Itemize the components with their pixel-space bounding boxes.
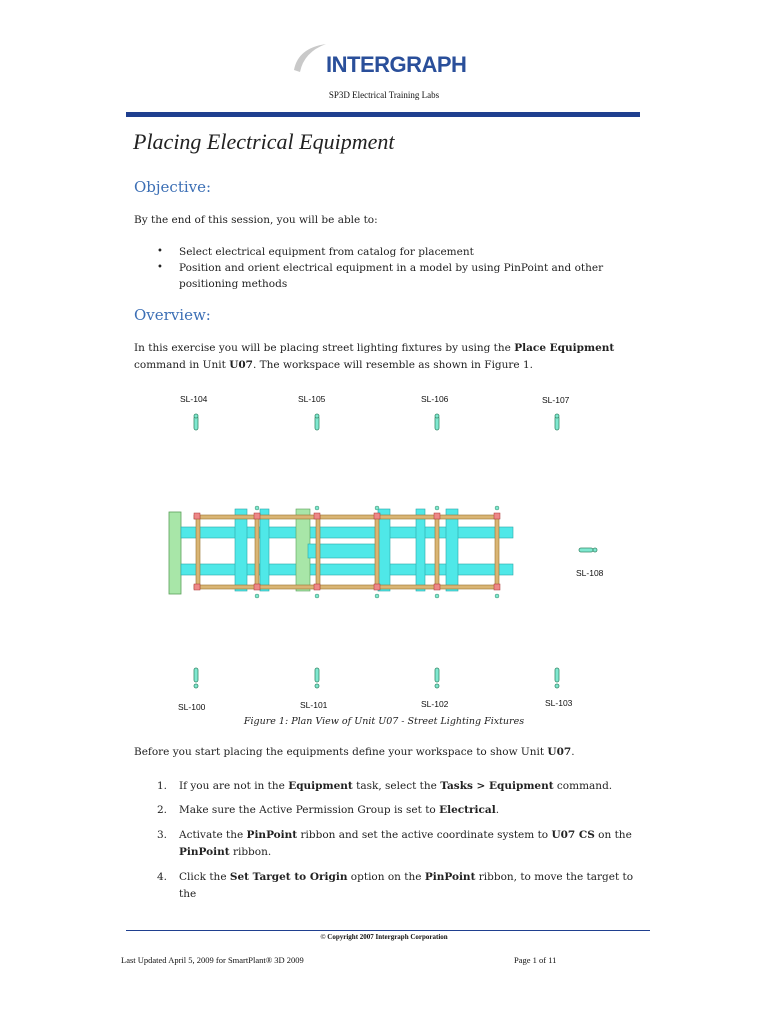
label-sl-100: SL-100 bbox=[178, 702, 206, 712]
step-4: Click the Set Target to Origin option on… bbox=[179, 871, 634, 900]
fixture-sl-104-icon bbox=[193, 413, 199, 431]
label-sl-103: SL-103 bbox=[545, 698, 573, 708]
objective-heading: Objective: bbox=[134, 178, 212, 196]
figure-caption: Figure 1: Plan View of Unit U07 - Street… bbox=[243, 716, 525, 727]
label-sl-102: SL-102 bbox=[421, 699, 449, 709]
fixture-sl-103-icon bbox=[554, 667, 560, 689]
overview-heading: Overview: bbox=[134, 306, 211, 324]
structure-plan bbox=[168, 505, 514, 599]
header-subtitle: SP3D Electrical Training Labs bbox=[328, 90, 440, 100]
fixture-sl-105-icon bbox=[314, 413, 320, 431]
footer-last-updated: Last Updated April 5, 2009 for SmartPlan… bbox=[121, 955, 304, 965]
logo-swoosh-icon bbox=[294, 44, 326, 72]
fixture-sl-108-icon bbox=[578, 547, 598, 553]
header-rule bbox=[126, 112, 640, 117]
workspace-paragraph: Before you start placing the equipments … bbox=[134, 746, 575, 758]
step-1: If you are not in the Equipment task, se… bbox=[179, 780, 613, 792]
step-number: 3. bbox=[157, 829, 168, 841]
fixture-sl-100-icon bbox=[193, 667, 199, 689]
objective-bullet-1: Select electrical equipment from catalog… bbox=[179, 246, 474, 258]
label-sl-104: SL-104 bbox=[180, 394, 208, 404]
fixture-sl-102-icon bbox=[434, 667, 440, 689]
step-3: Activate the PinPoint ribbon and set the… bbox=[179, 829, 632, 858]
footer-page-number: Page 1 of 11 bbox=[514, 955, 557, 965]
step-number: 4. bbox=[157, 871, 168, 883]
footer-rule bbox=[126, 930, 650, 931]
page-title: Placing Electrical Equipment bbox=[133, 129, 395, 154]
plan-view-figure: SL-104 SL-105 SL-106 SL-107 SL-108 SL-10… bbox=[168, 384, 608, 714]
step-number: 2. bbox=[157, 804, 168, 816]
label-sl-108: SL-108 bbox=[576, 568, 604, 578]
label-sl-105: SL-105 bbox=[298, 394, 326, 404]
objective-bullet-2: Position and orient electrical equipment… bbox=[179, 262, 604, 290]
label-sl-106: SL-106 bbox=[421, 394, 449, 404]
fixture-sl-107-icon bbox=[554, 413, 560, 431]
step-number: 1. bbox=[157, 780, 168, 792]
bullet-marker: • bbox=[157, 246, 163, 257]
footer-copyright: © Copyright 2007 Intergraph Corporation bbox=[320, 933, 448, 941]
fixture-sl-101-icon bbox=[314, 667, 320, 689]
objective-intro: By the end of this session, you will be … bbox=[134, 214, 378, 226]
fixture-sl-106-icon bbox=[434, 413, 440, 431]
label-sl-101: SL-101 bbox=[300, 700, 328, 710]
label-sl-107: SL-107 bbox=[542, 395, 570, 405]
company-logo: INTERGRAPH bbox=[326, 52, 467, 77]
step-2: Make sure the Active Permission Group is… bbox=[179, 804, 500, 816]
bullet-marker: • bbox=[157, 262, 163, 273]
plan-view-drawing bbox=[168, 413, 598, 689]
overview-paragraph: In this exercise you will be placing str… bbox=[134, 342, 615, 371]
